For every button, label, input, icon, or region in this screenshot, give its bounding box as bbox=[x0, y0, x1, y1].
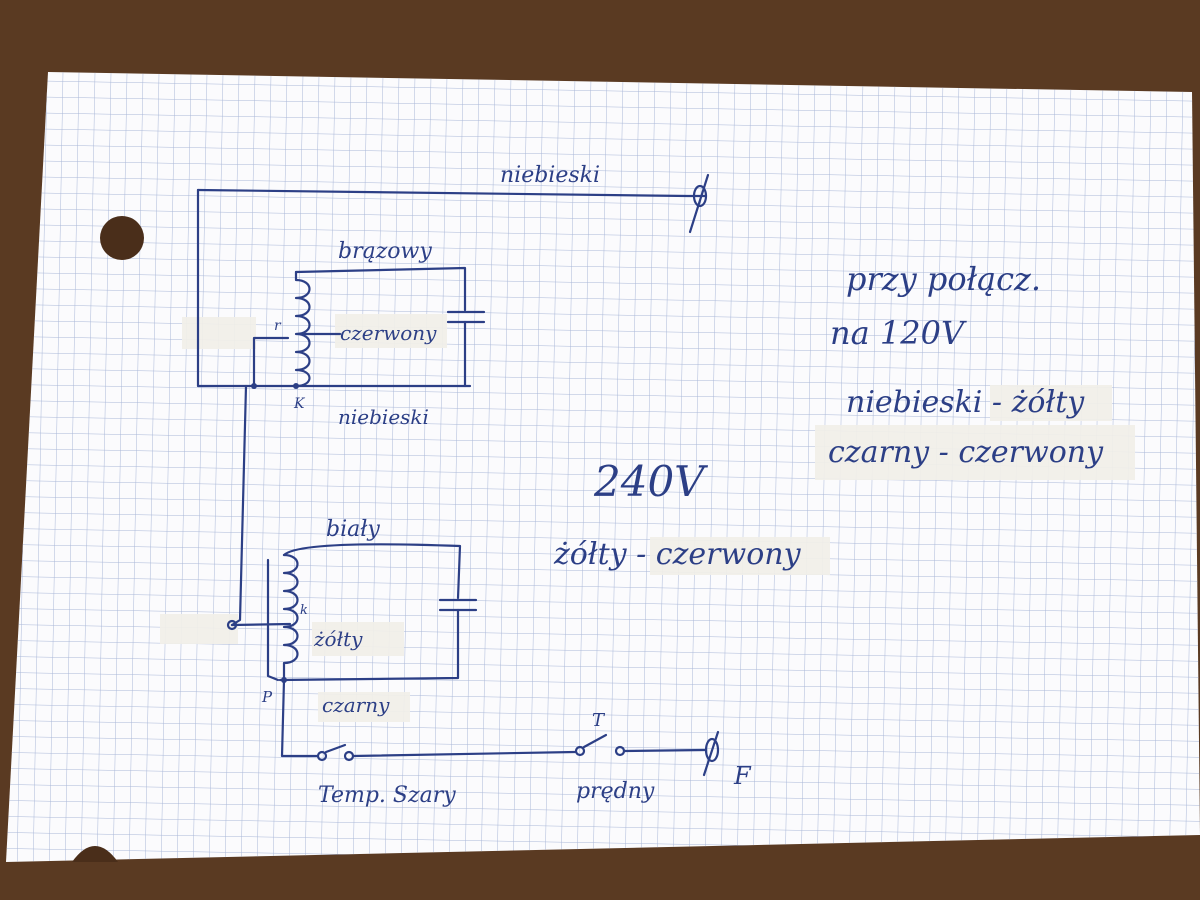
label-speed: prędny bbox=[576, 779, 655, 804]
mark-upper-k: K bbox=[293, 396, 306, 412]
wire-zolty-tap bbox=[230, 622, 292, 627]
wire-brazowy bbox=[294, 266, 467, 312]
mark-p: P bbox=[261, 688, 273, 706]
lower-coil bbox=[282, 553, 299, 682]
wire-bialy bbox=[282, 543, 462, 600]
mark-f: F bbox=[733, 762, 752, 790]
mark-t: T bbox=[592, 710, 606, 731]
note-240v: 240V bbox=[593, 457, 708, 506]
phase-symbol-top bbox=[688, 173, 710, 234]
note-120-line3: niebieski - żółty bbox=[846, 385, 1085, 420]
mark-r: r bbox=[274, 318, 282, 334]
wiring bbox=[196, 188, 708, 762]
paper-notch bbox=[72, 846, 118, 862]
upper-coil bbox=[294, 270, 311, 388]
correction-tape bbox=[160, 314, 1135, 722]
wire-top-niebieski bbox=[196, 188, 708, 198]
phase-symbol-bottom bbox=[702, 730, 720, 777]
label-bialy: biały bbox=[326, 517, 380, 542]
speed-switch bbox=[582, 733, 608, 749]
paper-sheet bbox=[6, 72, 1200, 862]
label-top-niebieski: niebieski bbox=[500, 163, 600, 188]
label-upper-niebieski: niebieski bbox=[338, 405, 429, 429]
wire-lower-cap-bottom bbox=[278, 608, 460, 682]
thermostat-contact-a bbox=[316, 750, 328, 762]
note-120-line4: czarny - czerwony bbox=[828, 435, 1104, 470]
note-240-pair: żółty - czerwony bbox=[553, 537, 802, 572]
label-czarny: czarny bbox=[322, 693, 390, 717]
thermostat-switch bbox=[324, 743, 347, 754]
label-czerwony: czerwony bbox=[340, 321, 437, 345]
label-brazowy: brązowy bbox=[338, 239, 432, 264]
mark-lower-k: k bbox=[300, 603, 308, 618]
wire-upper-junction bbox=[252, 336, 290, 388]
label-zolty: żółty bbox=[313, 627, 363, 651]
speed-contact-a bbox=[574, 745, 586, 757]
wire-to-phase bbox=[622, 748, 707, 753]
label-thermostat: Temp. Szary bbox=[318, 783, 456, 808]
note-120-line1: przy połącz. bbox=[846, 260, 1041, 298]
wire-lower-left bbox=[266, 558, 280, 682]
punch-hole bbox=[100, 216, 144, 260]
wire-czarny-down bbox=[280, 678, 320, 758]
note-120-line2: na 120V bbox=[830, 314, 967, 352]
wire-upper-left bbox=[196, 188, 472, 388]
wire-to-speed-switch bbox=[351, 750, 577, 758]
